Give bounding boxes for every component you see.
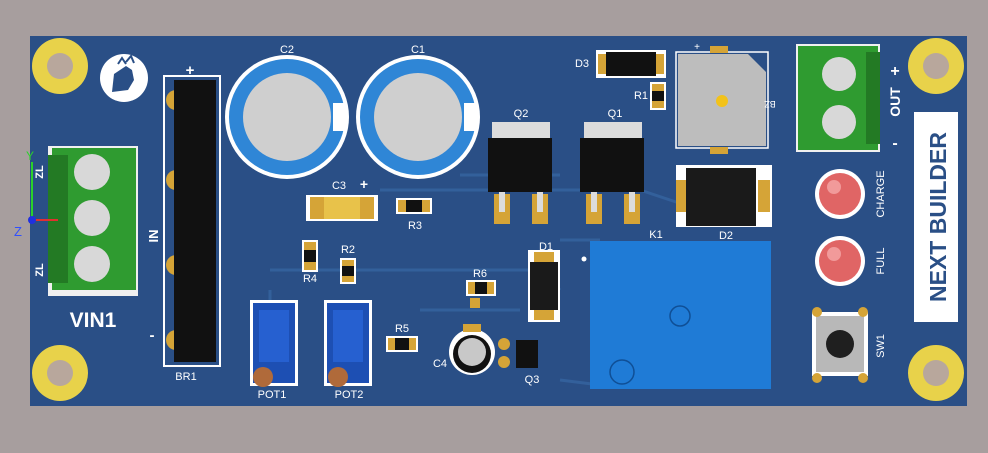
d1-label: D1	[539, 241, 553, 253]
q2-label: Q2	[514, 108, 529, 120]
diode-d1	[528, 250, 560, 322]
brand-label: NEXT BUILDER	[925, 132, 951, 302]
potentiometer-pot1	[250, 300, 298, 387]
resistor-r4	[302, 240, 318, 272]
r2-label: R2	[341, 244, 355, 256]
mounting-hole-icon	[908, 38, 964, 94]
capacitor-c2	[225, 55, 349, 179]
brand-panel	[914, 112, 958, 322]
br-label: BR1	[175, 371, 196, 383]
c4-label: C4	[433, 358, 447, 370]
resistor-r6	[466, 280, 496, 308]
transistor-q2	[488, 122, 552, 224]
vin-label: VIN1	[70, 309, 117, 332]
bz-plus-label: +	[694, 42, 700, 53]
led-charge	[815, 169, 865, 219]
resistor-r3	[396, 198, 432, 214]
out-label: OUT	[887, 87, 903, 117]
switch-sw1	[812, 307, 868, 383]
full-label: FULL	[875, 248, 887, 275]
c2-label: C2	[280, 44, 294, 56]
axis-y-label: Y	[26, 149, 34, 163]
diode-d3	[596, 50, 666, 78]
c1-label: C1	[411, 44, 425, 56]
potentiometer-pot2	[324, 300, 372, 387]
resistor-r2	[340, 258, 356, 284]
axis-gizmo	[28, 162, 58, 224]
bridge-rectifier-br1	[163, 75, 221, 367]
zl-label: ZL	[34, 263, 46, 277]
axis-z-label: Z	[14, 224, 22, 239]
out-minus-label: -	[892, 135, 897, 152]
capacitor-c1	[356, 55, 480, 179]
out-terminal-block	[796, 44, 880, 152]
hand-logo-icon	[100, 54, 148, 102]
mounting-hole-icon	[908, 345, 964, 401]
vin-terminal-block	[48, 146, 138, 296]
r1-label: R1	[634, 90, 648, 102]
k1-label: K1	[649, 229, 662, 241]
c3-label: C3	[332, 180, 346, 192]
mounting-hole-icon	[32, 38, 88, 94]
zl-label: ZL	[34, 165, 46, 179]
r6-label: R6	[473, 268, 487, 280]
d3-label: D3	[575, 58, 589, 70]
br-in-label: IN	[146, 230, 161, 243]
pot1-label: POT1	[258, 389, 287, 401]
c3-plus-label: +	[360, 176, 368, 192]
r3-label: R3	[408, 220, 422, 232]
q1-label: Q1	[608, 108, 623, 120]
diode-d2	[676, 165, 772, 227]
q3-label: Q3	[525, 374, 540, 386]
transistor-q3	[498, 338, 538, 368]
capacitor-c3	[306, 195, 378, 221]
br-minus-label: -	[150, 327, 155, 344]
led-full	[815, 236, 865, 286]
buzzer-bz	[675, 46, 769, 154]
out-plus-label: +	[890, 63, 899, 80]
relay-k1	[581, 241, 771, 389]
r5-label: R5	[395, 323, 409, 335]
transistor-q1	[580, 122, 644, 224]
sw1-label: SW1	[875, 334, 887, 358]
mounting-hole-icon	[32, 345, 88, 401]
br-plus-label: +	[186, 62, 195, 79]
resistor-r1	[650, 82, 666, 110]
bz-label: BZ	[764, 99, 776, 109]
r4-label: R4	[303, 273, 317, 285]
d2-label: D2	[719, 230, 733, 242]
charge-label: CHARGE	[875, 170, 887, 217]
capacitor-c4	[449, 324, 495, 375]
resistor-r5	[386, 336, 418, 352]
pot2-label: POT2	[335, 389, 364, 401]
